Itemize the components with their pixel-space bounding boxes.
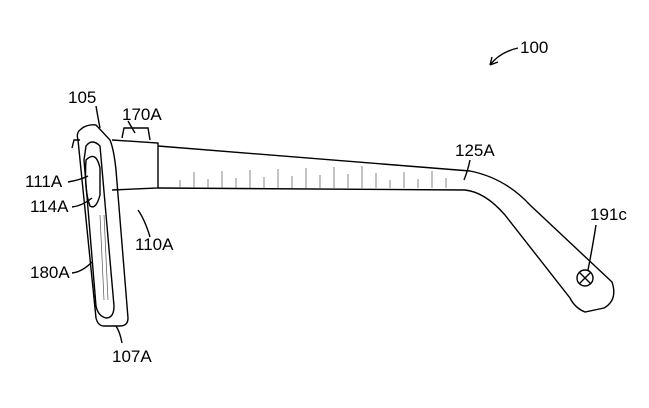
label-125A: 125A: [455, 141, 495, 160]
hinge-block-110A: [111, 139, 159, 191]
label-111A: 111A: [25, 172, 63, 191]
label-191c: 191c: [590, 205, 627, 224]
sensor-170A: [121, 127, 151, 141]
leader-lines: [67, 47, 597, 344]
label-170A: 170A: [122, 105, 162, 124]
label-180A: 180A: [30, 263, 70, 282]
temple-arm: [157, 145, 615, 313]
label-110A: 110A: [135, 235, 174, 254]
marker-191c: [576, 269, 594, 287]
label-105: 105: [68, 88, 96, 107]
label-100: 100: [520, 38, 548, 57]
label-107A: 107A: [112, 347, 152, 366]
label-114A: 114A: [30, 197, 69, 216]
front-frame: [71, 124, 129, 327]
